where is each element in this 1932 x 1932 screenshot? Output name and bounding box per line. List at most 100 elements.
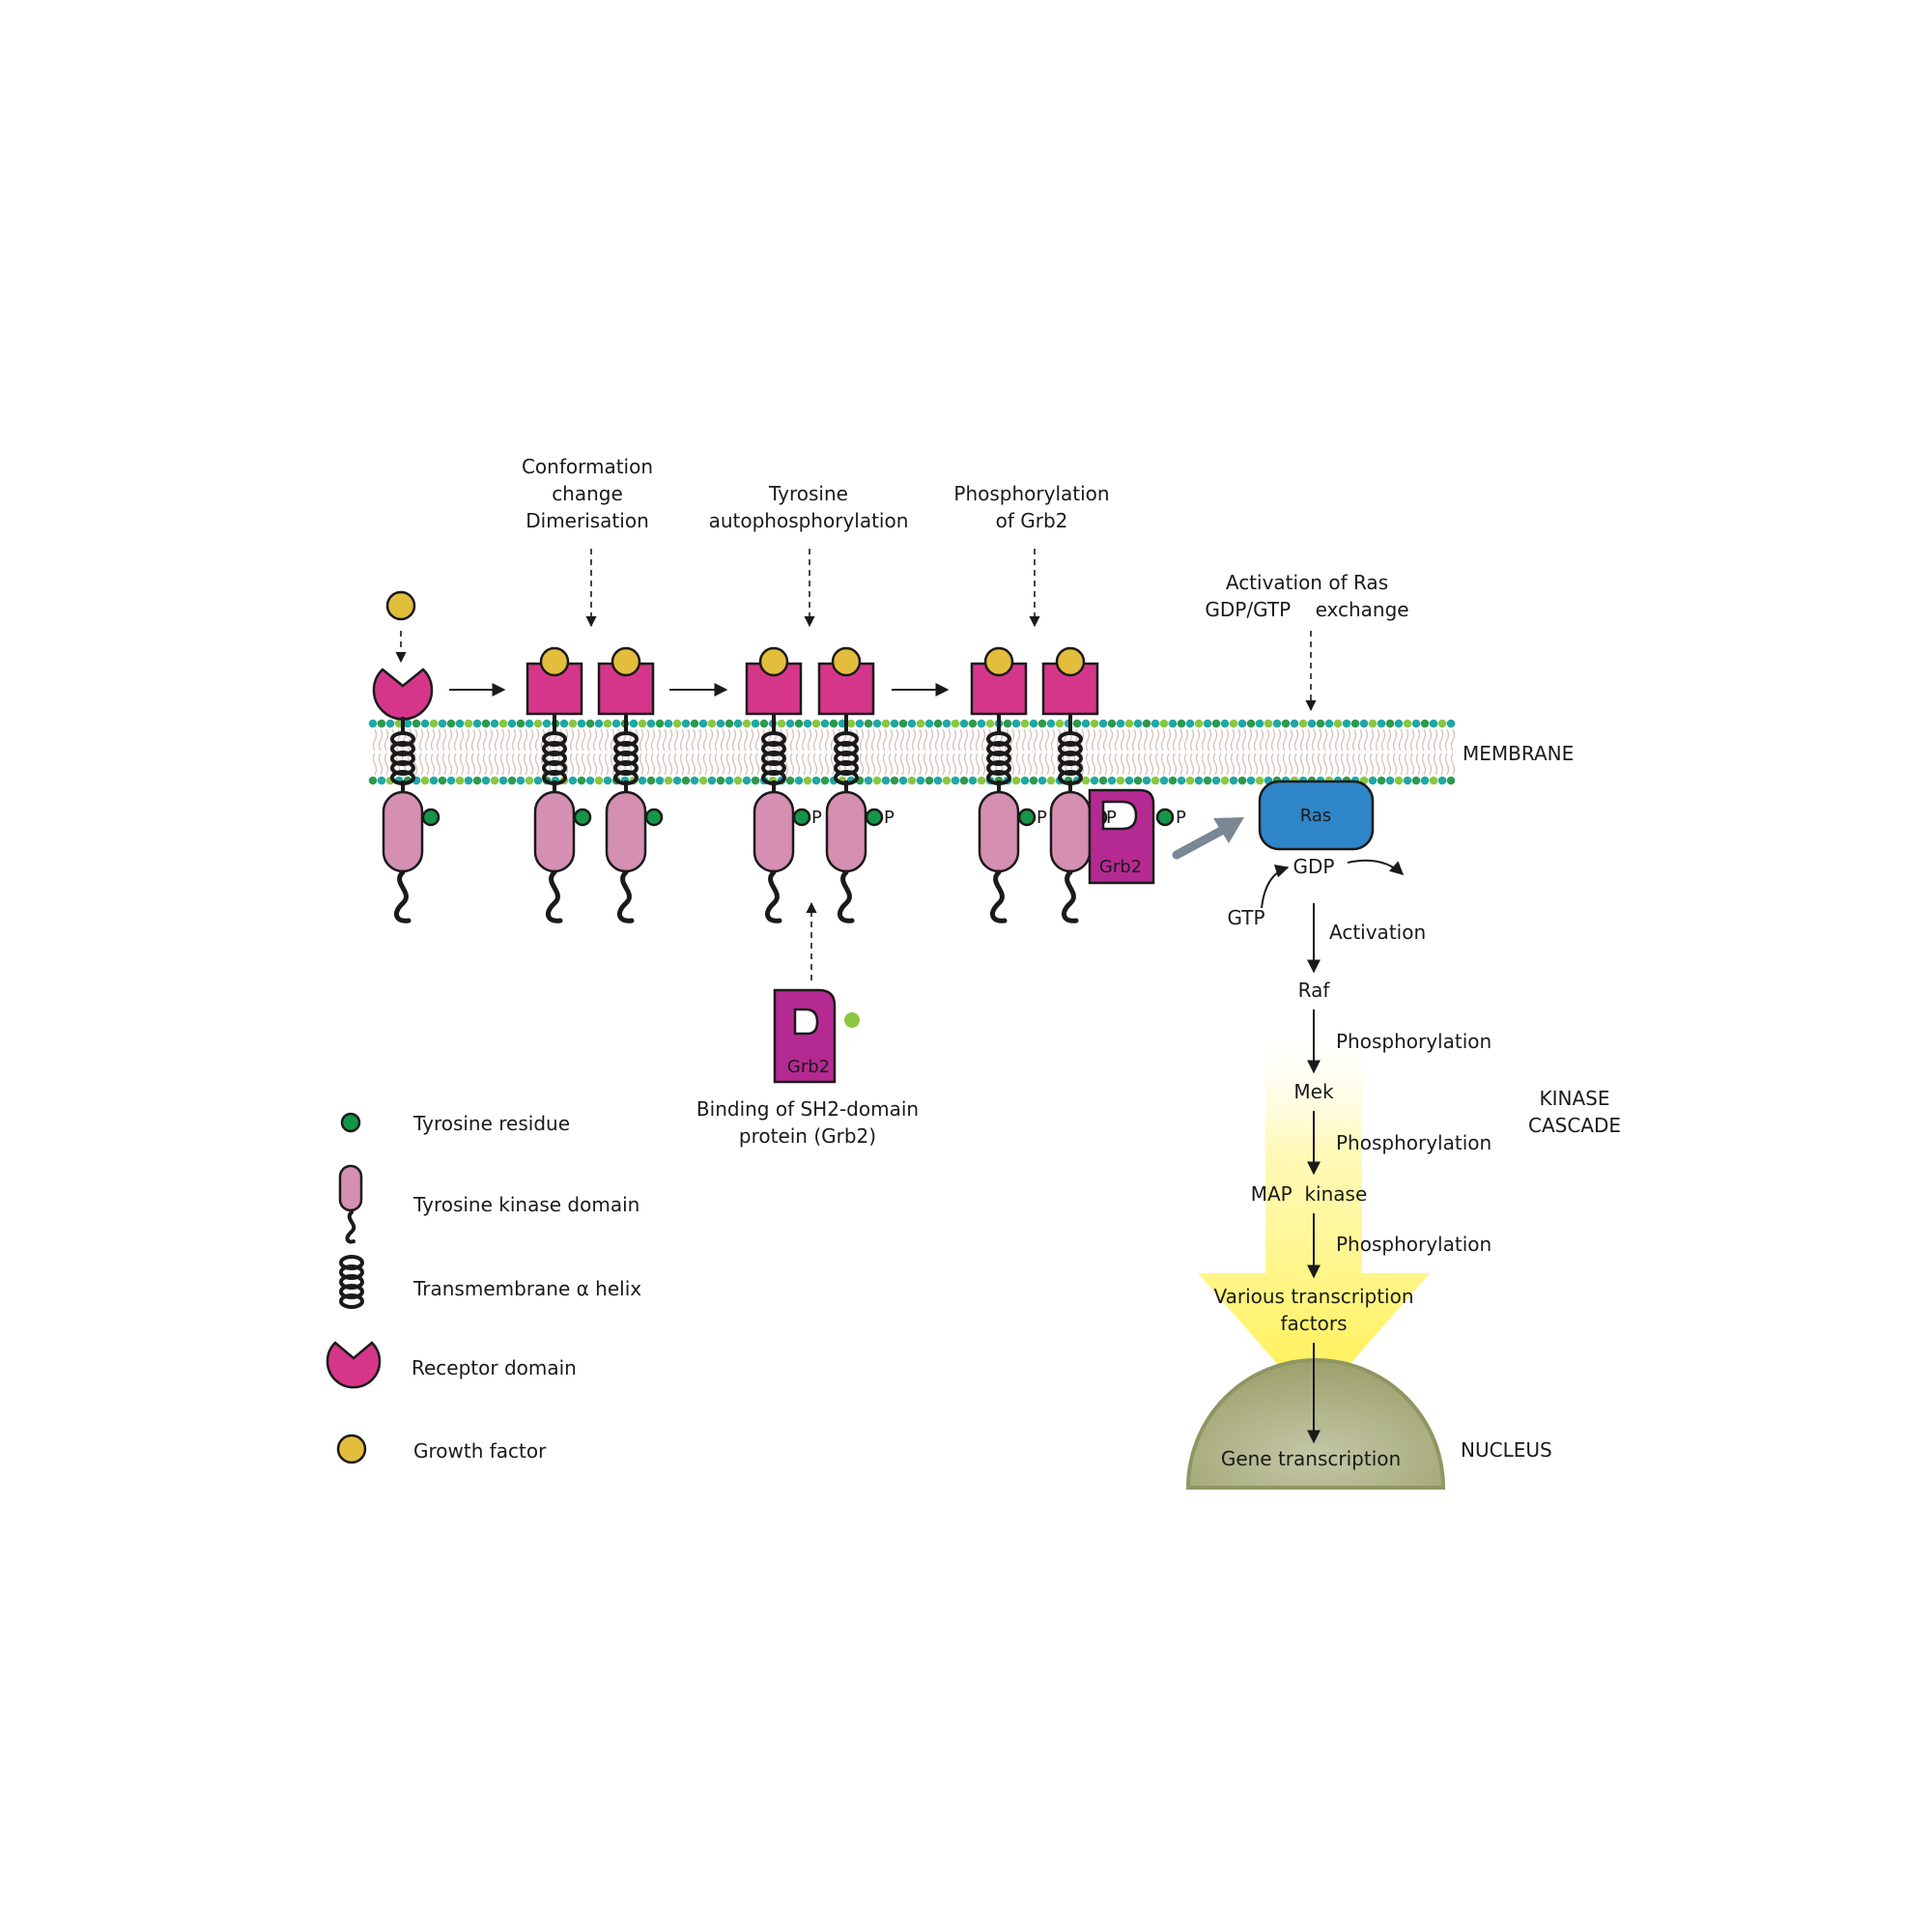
lipid-head (464, 719, 473, 728)
lipid-tail (1195, 753, 1201, 776)
lipid-tail (899, 728, 905, 752)
lipid-head (916, 776, 925, 785)
lipid-head (890, 776, 899, 785)
lipid-head (525, 776, 534, 785)
lipid-head (1394, 776, 1404, 785)
lipid-tail (1293, 753, 1299, 776)
grb2-free-label: Grb2 (787, 1057, 830, 1077)
lipid-head (1394, 719, 1404, 728)
lipid-head (1020, 719, 1030, 728)
lipid-tail (1270, 728, 1276, 752)
lipid-tail (969, 728, 975, 752)
transmembrane-helix (390, 717, 415, 785)
lipid-tail (482, 753, 488, 776)
lipid-tail (1293, 728, 1299, 752)
lipid-tail (1270, 753, 1276, 776)
lipid-head (1011, 719, 1021, 728)
lipid-tail (528, 728, 534, 752)
lipid-head (559, 719, 569, 728)
lipid-tail (1375, 753, 1380, 776)
lipid-tail (963, 753, 969, 776)
lipid-head (924, 776, 934, 785)
lipid-tail (969, 753, 975, 776)
lipid-tail (1404, 753, 1409, 776)
lipid-head (803, 719, 812, 728)
lipid-tail (1183, 753, 1189, 776)
lipid-tail (1015, 728, 1021, 752)
svg-text:Tyrosine kinase domain: Tyrosine kinase domain (412, 1193, 639, 1216)
lipid-head (577, 719, 586, 728)
lipid-tail (870, 753, 876, 776)
lipid-tail (610, 753, 615, 776)
lipid-tail (789, 728, 795, 752)
growth-factor-icon (385, 590, 416, 621)
lipid-tail (1322, 728, 1328, 752)
lipid-head (881, 719, 891, 728)
lipid-tail (499, 753, 505, 776)
svg-text:autophosphorylation: autophosphorylation (709, 509, 909, 532)
lipid-head (603, 776, 612, 785)
lipid-tail (639, 728, 644, 752)
lipid-tail (586, 753, 592, 776)
receptor-domain-icon (326, 1341, 382, 1389)
lipid-head (777, 719, 786, 728)
lipid-tail (1166, 728, 1172, 752)
lipid-tail (795, 753, 801, 776)
lipid-head (1359, 719, 1369, 728)
lipid-head (664, 776, 673, 785)
lipid-head (525, 719, 534, 728)
lipid-head (1429, 776, 1438, 785)
lipid-head (638, 719, 647, 728)
lipid-head (464, 776, 473, 785)
transmembrane-helix (761, 717, 786, 785)
lipid-tail (511, 753, 517, 776)
step-activation-ras-label: Activation of Ras GDP/GTP exchange (1205, 571, 1408, 621)
lipid-head (959, 776, 969, 785)
phosphorylation-label-2: Phosphorylation (1336, 1131, 1492, 1154)
lipid-tail (1236, 728, 1241, 752)
lipid-tail (905, 753, 911, 776)
lipid-tail (1421, 728, 1427, 752)
lipid-tail (905, 728, 911, 752)
lipid-head (481, 719, 491, 728)
svg-text:Conformation: Conformation (522, 455, 653, 478)
binding-sh2-label: Binding of SH2-domain protein (Grb2) (696, 1097, 919, 1148)
lipid-head (724, 719, 734, 728)
lipid-tail (1247, 728, 1253, 752)
receptor-domain-icon (372, 668, 434, 721)
lipid-tail (1375, 728, 1380, 752)
lipid-tail (453, 753, 459, 776)
lipid-tail (807, 728, 812, 752)
lipid-tail (812, 753, 818, 776)
lipid-head (1151, 719, 1160, 728)
lipid-head (1107, 776, 1117, 785)
lipid-tail (1398, 753, 1404, 776)
lipid-tail (1102, 753, 1108, 776)
tyrosine-residue-icon (792, 808, 811, 827)
lipid-tail (592, 728, 598, 752)
lipid-tail (656, 728, 662, 752)
lipid-tail (1427, 728, 1433, 752)
lipid-tail (569, 753, 575, 776)
lipid-head (1081, 776, 1091, 785)
lipid-head (533, 719, 543, 728)
lipid-tail (1038, 753, 1044, 776)
lipid-head (890, 719, 899, 728)
lipid-tail (447, 728, 453, 752)
lipid-head (1133, 776, 1143, 785)
lipid-tail (1415, 728, 1421, 752)
lipid-tail (1143, 728, 1149, 752)
svg-text:Dimerisation: Dimerisation (526, 509, 649, 532)
lipid-tail (662, 753, 668, 776)
lipid-tail (708, 728, 714, 752)
lipid-tail (911, 753, 917, 776)
lipid-tail (870, 728, 876, 752)
lipid-tail (476, 728, 482, 752)
lipid-head (1333, 719, 1343, 728)
lipid-tail (1149, 753, 1154, 776)
lipid-tail (1033, 728, 1038, 752)
lipid-head (811, 719, 821, 728)
nucleus (1185, 1358, 1446, 1490)
svg-text:Activation of Ras: Activation of Ras (1226, 571, 1388, 594)
lipid-head (368, 719, 378, 728)
